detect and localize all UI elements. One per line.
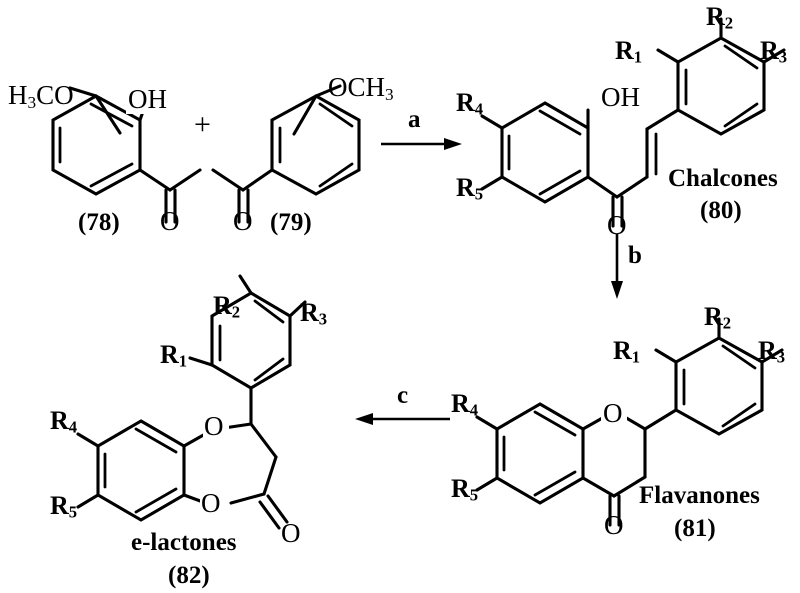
- mask-82-ester-o: [200, 491, 228, 519]
- arrow-b: [611, 234, 623, 299]
- r5-label-81: R5: [451, 474, 479, 505]
- r4-label-80: R4: [456, 88, 484, 119]
- compound-number-79: (79): [270, 209, 312, 236]
- compound-78-structure: [51, 86, 202, 224]
- compound-79-structure: [211, 84, 361, 224]
- compound-number-80: (80): [700, 197, 742, 224]
- r1-label-80: R1: [615, 36, 643, 67]
- compound-name-80: Chalcones: [668, 165, 778, 192]
- r4-label-81: R4: [451, 389, 479, 420]
- compound-number-82: (82): [168, 562, 210, 589]
- r5-label-82: R5: [50, 491, 78, 522]
- arrow-a: [381, 138, 462, 150]
- r1-label-81: R1: [613, 336, 641, 367]
- compound-number-78: (78): [78, 209, 120, 236]
- arrow-c: [355, 413, 450, 425]
- mask-82-ether-o: [203, 414, 229, 442]
- hydroxyl-label-78: OH: [128, 84, 167, 114]
- carbonyl-oxygen-78: O: [160, 206, 180, 236]
- ether-oxygen-label-82: O: [204, 411, 224, 441]
- r4-label-82: R4: [50, 406, 78, 437]
- carbonyl-oxygen-81: O: [604, 510, 624, 540]
- hydroxyl-label-80: OH: [601, 82, 640, 112]
- compound-80-structure: [480, 17, 786, 228]
- carbonyl-oxygen-80: O: [607, 210, 627, 240]
- condition-label-a: a: [408, 106, 421, 133]
- condition-label-c: c: [397, 382, 409, 409]
- r2-label-82: R2: [213, 291, 241, 322]
- plus-sign: +: [194, 108, 211, 141]
- r3-label-81: R3: [758, 336, 786, 367]
- r1-label-82: R1: [160, 340, 188, 371]
- carbonyl-oxygen-82: O: [281, 518, 301, 548]
- mask-81-ring-o: [601, 401, 627, 429]
- r3-label-82: R3: [300, 298, 328, 329]
- r2-label-80: R2: [706, 2, 734, 33]
- methoxy-label-79: OCH3: [328, 72, 394, 104]
- ester-oxygen-label-82: O: [201, 488, 221, 518]
- mask-78-oh: [126, 88, 168, 114]
- r3-label-80: R3: [760, 36, 788, 67]
- ring-oxygen-label-81: O: [603, 398, 623, 428]
- compound-number-81: (81): [674, 515, 716, 542]
- r2-label-81: R2: [704, 302, 732, 333]
- mask-80-oh: [600, 82, 644, 108]
- methoxy-label-78: H3CO: [8, 80, 74, 112]
- compound-81-structure: [475, 317, 784, 527]
- compound-name-82: e-lactones: [131, 529, 237, 556]
- carbonyl-oxygen-79: O: [233, 206, 253, 236]
- compound-name-81: Flavanones: [639, 482, 760, 509]
- r5-label-80: R5: [456, 173, 484, 204]
- compound-82-structure: [76, 274, 307, 530]
- condition-label-b: b: [628, 242, 642, 269]
